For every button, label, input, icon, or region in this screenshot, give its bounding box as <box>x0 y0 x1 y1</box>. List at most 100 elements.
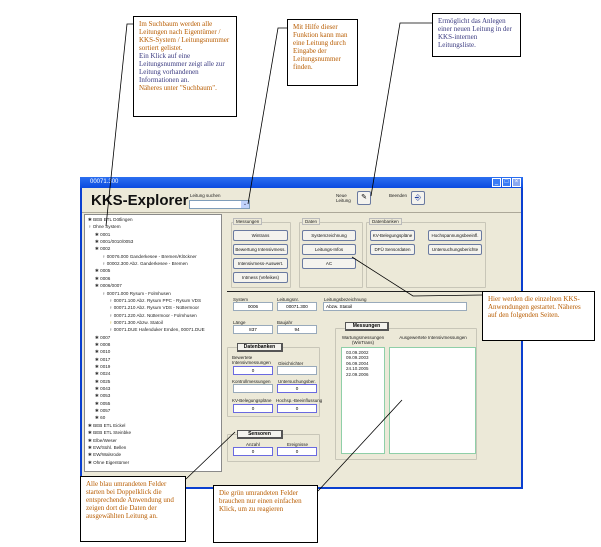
list-item[interactable]: 24.10.2005 <box>346 366 369 372</box>
tree-item[interactable]: ♀ Ohne System <box>88 224 121 230</box>
tree-item[interactable]: ✱ 0006/0007 <box>95 283 122 289</box>
tree-item-label: 00071.DUE Hafenduker Emden, 00071.DUE <box>113 327 205 333</box>
hochsp-beeinflussung-field[interactable]: 0 <box>277 404 317 413</box>
db-label-5: KV-Belegungspläne <box>232 398 272 403</box>
tree-item-label: 0001/0010/0053 <box>100 239 134 245</box>
intensivmess-auswert-button[interactable]: Intensivmess-Auswert. <box>233 258 288 269</box>
window-title: 00071.300 <box>90 179 119 185</box>
tree-item[interactable]: ✱ 0001 <box>95 232 110 238</box>
tree-item[interactable]: ♀ 00071.100 Abz. Rysum PPC - Rysum VDS <box>109 298 201 304</box>
datenbanken-header-button[interactable]: Datenbanken <box>237 343 283 352</box>
new-line-button[interactable]: ✎ <box>357 191 371 205</box>
group-daten <box>299 222 363 288</box>
tree-item[interactable]: ✱ 0001/0010/0053 <box>95 239 133 245</box>
maximize-button[interactable]: □ <box>502 178 511 187</box>
node-icon: ✱ <box>95 231 101 237</box>
intensivmessungen-list[interactable] <box>389 347 476 454</box>
list-item[interactable]: 09.09.2003 <box>346 355 369 361</box>
ereignisse-label: Ereignisse <box>287 442 309 447</box>
tree-item[interactable]: ✱ 0043 <box>95 386 110 392</box>
tree-item[interactable]: ♀ 00071.300 Abzw. Statoil <box>109 320 163 326</box>
node-icon: ✱ <box>95 356 101 362</box>
tree-item[interactable]: ♀ 00076.000 Ganderkesee - Bremen/Klöckne… <box>102 254 197 260</box>
kv-belegungsplaene-field[interactable]: 0 <box>233 404 273 413</box>
tree-item-label: 0006 <box>100 275 111 281</box>
exit-button[interactable]: ⎆ <box>411 191 425 205</box>
list-item[interactable]: 03.09.2002 <box>346 350 369 355</box>
tree-item[interactable]: ✱ 60 <box>95 415 105 421</box>
intmess-button[interactable]: Intmess (Vefeikes) <box>233 272 288 283</box>
node-icon: ✱ <box>88 437 94 443</box>
tree-item[interactable]: ✱ 0053 <box>95 393 110 399</box>
close-button[interactable]: × <box>512 178 521 187</box>
tree-item-label: 00071.210 Abz. Rysum VDS - Nüttermoor <box>113 305 200 311</box>
group-daten-title: Daten <box>302 218 321 225</box>
callout-green-fields: Die grün umrandeten Felder brauchen nur … <box>213 485 318 543</box>
tree-item[interactable]: ✱ 0024 <box>95 371 110 377</box>
messungen-header-button[interactable]: Messungen <box>345 322 389 331</box>
group-datenbanken <box>366 222 486 288</box>
wintrans-button[interactable]: Wintrans <box>233 230 288 241</box>
tree-item-label: EW/Walsrode <box>93 452 122 458</box>
minimize-button[interactable]: _ <box>492 178 501 187</box>
tree-item-label: 00071.000 Rysum - Folmhusen <box>106 290 171 296</box>
ereignisse-field[interactable]: 0 <box>277 447 317 456</box>
tree-item[interactable]: ✱ 0008 <box>95 342 110 348</box>
bewertete-intensivmessungen-field[interactable]: 0 <box>233 366 273 375</box>
hochspannung-button[interactable]: Hochspannungsbeeinfl. <box>428 230 482 241</box>
pipeline-icon: ♀ <box>109 327 114 333</box>
tree-item[interactable]: ✱ BEB ETL Dötlingen <box>88 217 133 223</box>
baujahr-label: Baujahr <box>277 320 293 325</box>
node-icon: ✱ <box>95 268 101 274</box>
pipeline-icon: ♀ <box>109 312 114 318</box>
tree-item[interactable]: ✱ 0057 <box>95 408 110 414</box>
tree-item[interactable]: ✱ Ohne Eigentümer <box>88 460 129 466</box>
tree-item-label: 00002.300 Abz. Ganderkesee - Bremen <box>106 261 188 267</box>
tree-item[interactable]: ✱ EW/Sühl. Bellen <box>88 445 126 451</box>
tree-item-label: 60 <box>100 415 106 421</box>
tree-item[interactable]: ✱ EW/Walsrode <box>88 452 121 458</box>
tree-item[interactable]: ✱ 0019 <box>95 364 110 370</box>
systemzeichnung-button[interactable]: Systemzeichnung <box>302 230 356 241</box>
tree-item[interactable]: ♀ 00071.220 Abz. Nüttermoor - Folmhusen <box>109 313 197 319</box>
system-label: System <box>233 297 249 302</box>
tree-item[interactable]: ✱ 0017 <box>95 357 110 363</box>
line-search-combo[interactable]: ⌄ <box>189 200 250 209</box>
node-icon: ✱ <box>95 246 101 252</box>
node-icon: ✱ <box>95 349 101 355</box>
tree-item[interactable]: ♀ 00071.DUE Hafenduker Emden, 00071.DUE <box>109 327 205 333</box>
list-item[interactable]: 22.09.2006 <box>346 371 369 377</box>
tree-item[interactable]: ✱ 0010 <box>95 349 110 355</box>
tree-item-label: BEB ETL Eickel <box>93 422 126 428</box>
tree-item[interactable]: ✱ 0007 <box>95 335 110 341</box>
anzahl-field[interactable]: 0 <box>233 447 273 456</box>
bewertung-intensivmess-button[interactable]: Bewertung Intensivmess. <box>233 244 288 255</box>
dfue-sensordaten-button[interactable]: DFÜ Sensordaten <box>370 244 415 255</box>
tree-item[interactable]: ✱ BEB ETL Eickel <box>88 423 125 429</box>
leitungsnr-label: Leitungsnr. <box>277 297 300 302</box>
leitungs-infos-button[interactable]: Leitungs-Infos <box>302 244 356 255</box>
kv-belegungsplaene-button[interactable]: KV-Belegungspläne <box>370 230 415 241</box>
chevron-down-icon: ⌄ <box>241 201 249 208</box>
untersuchungsber-field[interactable]: 0 <box>277 384 317 393</box>
tree-item[interactable]: ✱ BEB ETL Steinbke <box>88 430 131 436</box>
untersuchungsberichte-button[interactable]: Untersuchungsberichte <box>428 244 482 255</box>
tree-item[interactable]: ✱ Elbe/Weser <box>88 438 117 444</box>
tree-item[interactable]: ♀ 00071.210 Abz. Rysum VDS - Nüttermoor <box>109 305 199 311</box>
exit-door-icon: ⎆ <box>414 193 422 202</box>
tree-item-label: 0005 <box>100 268 111 274</box>
tree-item[interactable]: ✱ 0002 <box>95 246 110 252</box>
sensoren-header-button[interactable]: Sensoren <box>237 430 283 439</box>
ac-button[interactable]: AC <box>302 258 356 269</box>
tree-item[interactable]: ✱ 0006 <box>95 276 110 282</box>
header-divider <box>82 212 521 213</box>
tree-item[interactable]: ♀ 00002.300 Abz. Ganderkesee - Bremen <box>102 261 188 267</box>
callout-text: Hier werden die einzelnen KKS-Anwendunge… <box>488 295 581 319</box>
tree-item[interactable]: ♀ 00071.000 Rysum - Folmhusen <box>102 291 171 297</box>
list-item[interactable]: 06.09.2004 <box>346 360 369 366</box>
tree-item[interactable]: ✱ 0025 <box>95 379 110 385</box>
tree-item[interactable]: ✱ 0005 <box>95 268 110 274</box>
tree-item[interactable]: ✱ 0055 <box>95 401 110 407</box>
search-tree[interactable]: ✱ BEB ETL Dötlingen♀ Ohne System✱ 0001✱ … <box>84 214 222 472</box>
